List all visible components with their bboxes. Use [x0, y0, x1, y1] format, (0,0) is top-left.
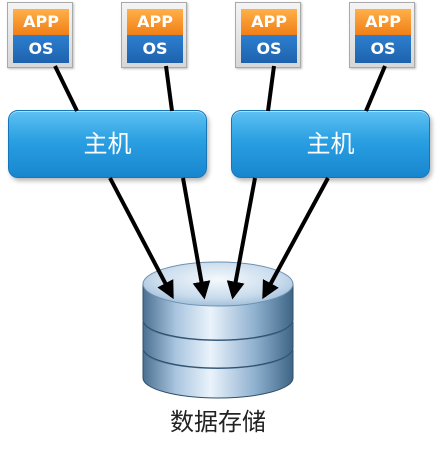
app-layer: APP: [13, 9, 69, 35]
os-layer: OS: [127, 35, 183, 63]
connector-line: [364, 65, 387, 112]
arrow-line: [226, 177, 257, 300]
arrow-line: [181, 177, 211, 300]
os-layer: OS: [355, 35, 411, 63]
os-layer: OS: [13, 35, 69, 63]
storage-label: 数据存储: [170, 408, 266, 436]
vm-tile-4: APP OS: [349, 2, 415, 68]
connector-line: [53, 65, 79, 112]
vm-tile-2: APP OS: [121, 2, 187, 68]
arrow-line: [262, 177, 330, 300]
arrow-line: [108, 177, 174, 300]
connector-line: [266, 65, 276, 112]
app-layer: APP: [127, 9, 183, 35]
host-box-2: 主机: [231, 110, 430, 178]
connector-line: [164, 65, 174, 112]
host-box-1: 主机: [8, 110, 207, 178]
vm-tile-3: APP OS: [235, 2, 301, 68]
app-layer: APP: [355, 9, 411, 35]
vm-tile-1: APP OS: [7, 2, 73, 68]
app-layer: APP: [241, 9, 297, 35]
storage-cylinder-icon: [142, 261, 294, 399]
os-layer: OS: [241, 35, 297, 63]
